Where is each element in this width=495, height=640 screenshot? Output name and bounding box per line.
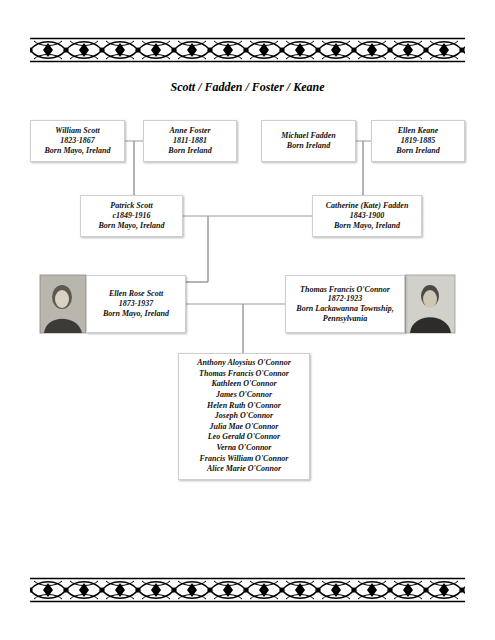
node-text: William Scott [55, 126, 99, 136]
bottom-border [30, 578, 465, 602]
node-text: Francis William O'Connor [200, 454, 289, 465]
descent-line [186, 304, 243, 353]
node-text: Anthony Aloysius O'Connor [197, 358, 291, 369]
node-text: 1843-1900 [350, 211, 385, 221]
node-text: Thomas Francis O'Connor [300, 285, 390, 295]
children-list-box: Anthony Aloysius O'ConnorThomas Francis … [178, 353, 310, 480]
diagram-title: Scott / Fadden / Foster / Keane [0, 80, 495, 95]
top-border [30, 38, 465, 62]
node-text: Ellen Keane [398, 126, 439, 136]
node-text: 1811-1881 [173, 136, 207, 146]
node-text: Joseph O'Connor [215, 411, 273, 422]
node-text: Helen Ruth O'Connor [207, 401, 281, 412]
person-box: William Scott1823-1867Born Mayo, Ireland [30, 120, 125, 162]
node-text: 1819-1885 [401, 136, 436, 146]
portrait-photo [405, 275, 455, 333]
node-text: Born Mayo, Ireland [103, 309, 169, 319]
node-text: 1873-1937 [119, 299, 154, 309]
node-text: Born Ireland [168, 146, 211, 156]
node-text: Patrick Scott [110, 201, 152, 211]
descent-line [363, 141, 371, 195]
person-box: Michael FaddenBorn Ireland [261, 120, 356, 162]
node-text: Alice Marie O'Connor [207, 464, 281, 475]
node-text: Ellen Rose Scott [109, 289, 163, 299]
descent-line [243, 304, 285, 353]
node-text: Verna O'Connor [217, 443, 272, 454]
descent-line [356, 141, 363, 195]
node-text: Born Mayo, Ireland [98, 221, 164, 231]
node-text: Thomas Francis O'Connor [199, 369, 289, 380]
node-text: Catherine (Kate) Fadden [326, 201, 409, 211]
node-text: 1872-1923 [328, 294, 363, 304]
node-text: 1823-1867 [60, 136, 95, 146]
node-text: James O'Connor [216, 390, 272, 401]
node-text: Julia Mae O'Connor [210, 422, 279, 433]
person-box: Catherine (Kate) Fadden1843-1900Born May… [312, 195, 422, 237]
person-box: Thomas Francis O'Connor1872-1923Born Lac… [285, 275, 405, 333]
descent-line [134, 141, 143, 195]
node-text: Born Lackawanna Township, Pennsylvania [290, 304, 400, 324]
portrait-photo [40, 275, 86, 333]
descent-line [125, 141, 134, 195]
person-box: Patrick Scottc1849-1916Born Mayo, Irelan… [80, 195, 183, 237]
node-text: Born Ireland [396, 146, 439, 156]
node-text: Born Ireland [287, 141, 330, 151]
person-box: Anne Foster1811-1881Born Ireland [143, 120, 237, 162]
node-text: Leo Gerald O'Connor [208, 432, 280, 443]
node-text: c1849-1916 [112, 211, 150, 221]
node-text: Born Mayo, Ireland [44, 146, 110, 156]
node-text: Kathleen O'Connor [211, 379, 276, 390]
descent-line [186, 216, 312, 282]
node-text: Anne Foster [169, 126, 210, 136]
person-box: Ellen Rose Scott1873-1937Born Mayo, Irel… [86, 275, 186, 333]
person-box: Ellen Keane1819-1885Born Ireland [371, 120, 465, 162]
node-text: Michael Fadden [281, 131, 335, 141]
node-text: Born Mayo, Ireland [334, 221, 400, 231]
descent-line [183, 216, 208, 282]
